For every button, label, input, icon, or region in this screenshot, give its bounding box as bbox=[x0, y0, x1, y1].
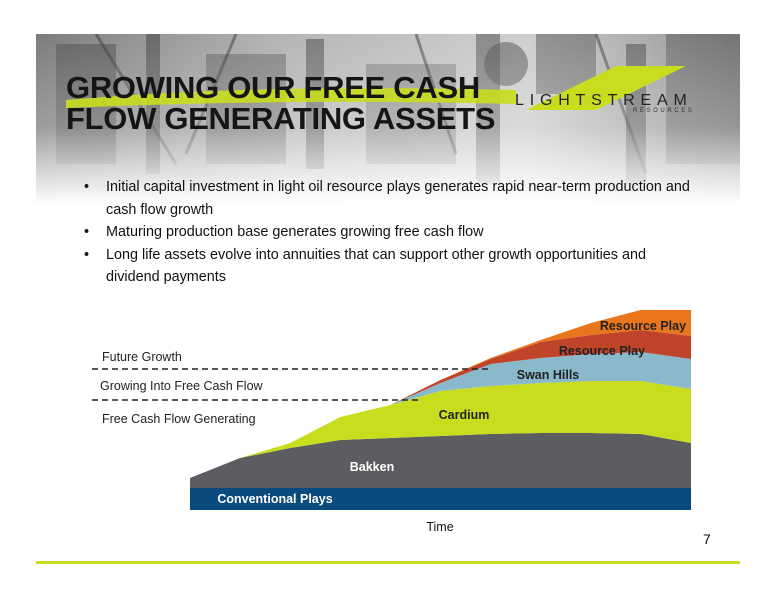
page-number: 7 bbox=[703, 531, 711, 547]
x-axis-label: Time bbox=[426, 520, 453, 534]
bullet-item: • Long life assets evolve into annuities … bbox=[84, 244, 694, 289]
series-label: Bakken bbox=[350, 460, 394, 474]
series-label: Cardium bbox=[439, 408, 490, 422]
series-area-0 bbox=[190, 488, 691, 510]
bullet-text: Long life assets evolve into annuities t… bbox=[106, 246, 646, 286]
bullet-text: Maturing production base generates growi… bbox=[106, 224, 484, 240]
series-label: Resource Play bbox=[600, 319, 686, 333]
series-area-2 bbox=[190, 381, 691, 478]
series-area-1 bbox=[190, 433, 691, 488]
series-label: Swan Hills bbox=[517, 368, 580, 382]
series-area-4 bbox=[190, 330, 691, 478]
bullet-item: • Initial capital investment in light oil… bbox=[84, 176, 694, 221]
bullet-list: • Initial capital investment in light oil… bbox=[84, 176, 694, 289]
title-swoosh bbox=[66, 66, 686, 110]
phase-label: Growing Into Free Cash Flow bbox=[100, 379, 264, 393]
bullet-dot: • bbox=[84, 179, 90, 195]
bullet-dot: • bbox=[84, 246, 90, 263]
slide-title: GROWING OUR FREE CASH FLOW GENERATING AS… bbox=[66, 72, 495, 134]
series-label: Resource Play bbox=[559, 344, 645, 358]
bullet-item: • Maturing production base generates grow… bbox=[84, 221, 694, 244]
bullet-text: Initial capital investment in light oil … bbox=[106, 179, 690, 218]
header-photo bbox=[36, 34, 740, 204]
title-line-2: FLOW GENERATING ASSETS bbox=[66, 101, 496, 136]
series-area-5 bbox=[190, 310, 691, 478]
footer-rule bbox=[36, 561, 740, 564]
stacked-area-chart: Conventional Plays Bakken Cardium Swan Hill… bbox=[92, 310, 691, 534]
phase-label: Free Cash Flow Generating bbox=[102, 412, 256, 426]
series-area-3 bbox=[190, 352, 691, 478]
bullet-dot: • bbox=[84, 224, 90, 240]
series-label: Conventional Plays bbox=[217, 492, 332, 506]
logo-subtitle: RESOURCES bbox=[633, 108, 695, 114]
title-line-1: GROWING OUR FREE CASH bbox=[66, 70, 480, 105]
phase-label: Future Growth bbox=[102, 350, 182, 364]
logo-wordmark: LIGHTSTREAM bbox=[515, 92, 693, 109]
